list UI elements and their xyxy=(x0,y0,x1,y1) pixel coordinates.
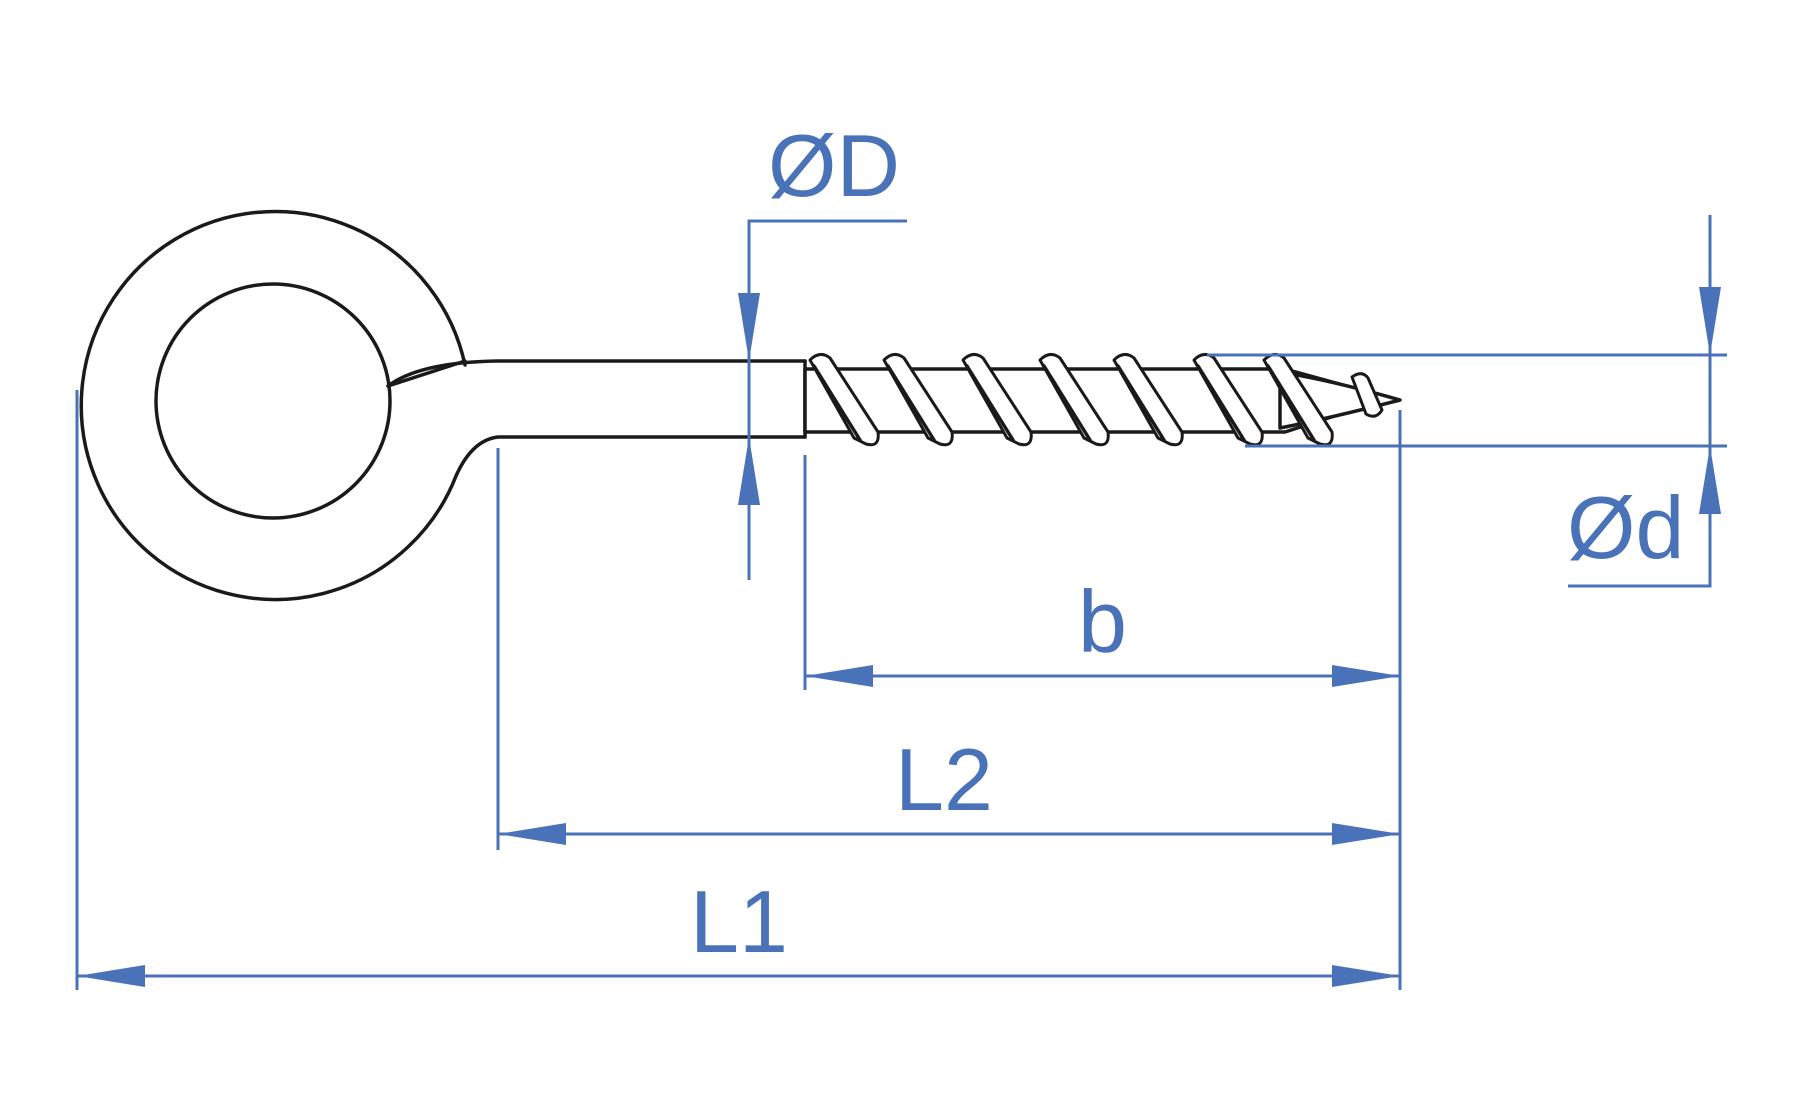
L2-arrow-right xyxy=(1332,823,1400,845)
dia-d-arrow-top xyxy=(1699,287,1721,355)
dimension-b: b xyxy=(803,410,1402,990)
L1-arrow-right xyxy=(1332,965,1400,987)
L1-arrow-left xyxy=(77,965,145,987)
thread-ridge xyxy=(961,353,1033,447)
dimension-annotations: ØD Ød b L2 xyxy=(75,116,1727,990)
thread-ridge-inner-line xyxy=(886,364,936,442)
b-arrow-left xyxy=(805,665,873,687)
eye-screw-part xyxy=(79,209,1402,602)
dia-D-arrow-top xyxy=(738,293,760,361)
thread-ridge xyxy=(882,353,954,447)
thread-helix-group xyxy=(808,353,1334,447)
dia-D-arrow-bottom xyxy=(738,437,760,505)
dia-d-label: Ød xyxy=(1567,478,1684,577)
dimension-dia-d: Ød xyxy=(1207,215,1727,588)
dimension-L2: L2 xyxy=(496,448,1400,850)
thread-ridge xyxy=(1112,353,1184,447)
thread-ridge-inner-line xyxy=(965,364,1015,442)
L2-label: L2 xyxy=(895,730,993,829)
L1-label: L1 xyxy=(690,872,788,971)
L2-arrow-left xyxy=(498,823,566,845)
dia-D-label: ØD xyxy=(768,116,900,215)
thread-ridge xyxy=(1038,353,1110,447)
tip-thread-ridge xyxy=(1350,372,1384,418)
eye-ring-outline xyxy=(79,209,807,602)
b-label: b xyxy=(1078,572,1127,671)
thread-ridge-inner-line xyxy=(1196,364,1246,442)
thread-ridge-inner-line xyxy=(1116,364,1166,442)
shank-top-edge xyxy=(386,359,807,388)
thread-ridge xyxy=(808,353,880,447)
eye-inner-hole xyxy=(154,282,392,520)
dimension-L1: L1 xyxy=(75,390,1400,990)
b-arrow-right xyxy=(1332,665,1400,687)
dia-d-arrow-bottom xyxy=(1699,446,1721,514)
thread-ridge-inner-line xyxy=(1266,364,1316,442)
thread-ridge-inner-line xyxy=(1042,364,1092,442)
thread-ridge-inner-line xyxy=(812,364,862,442)
dimension-dia-D: ØD xyxy=(738,116,907,580)
